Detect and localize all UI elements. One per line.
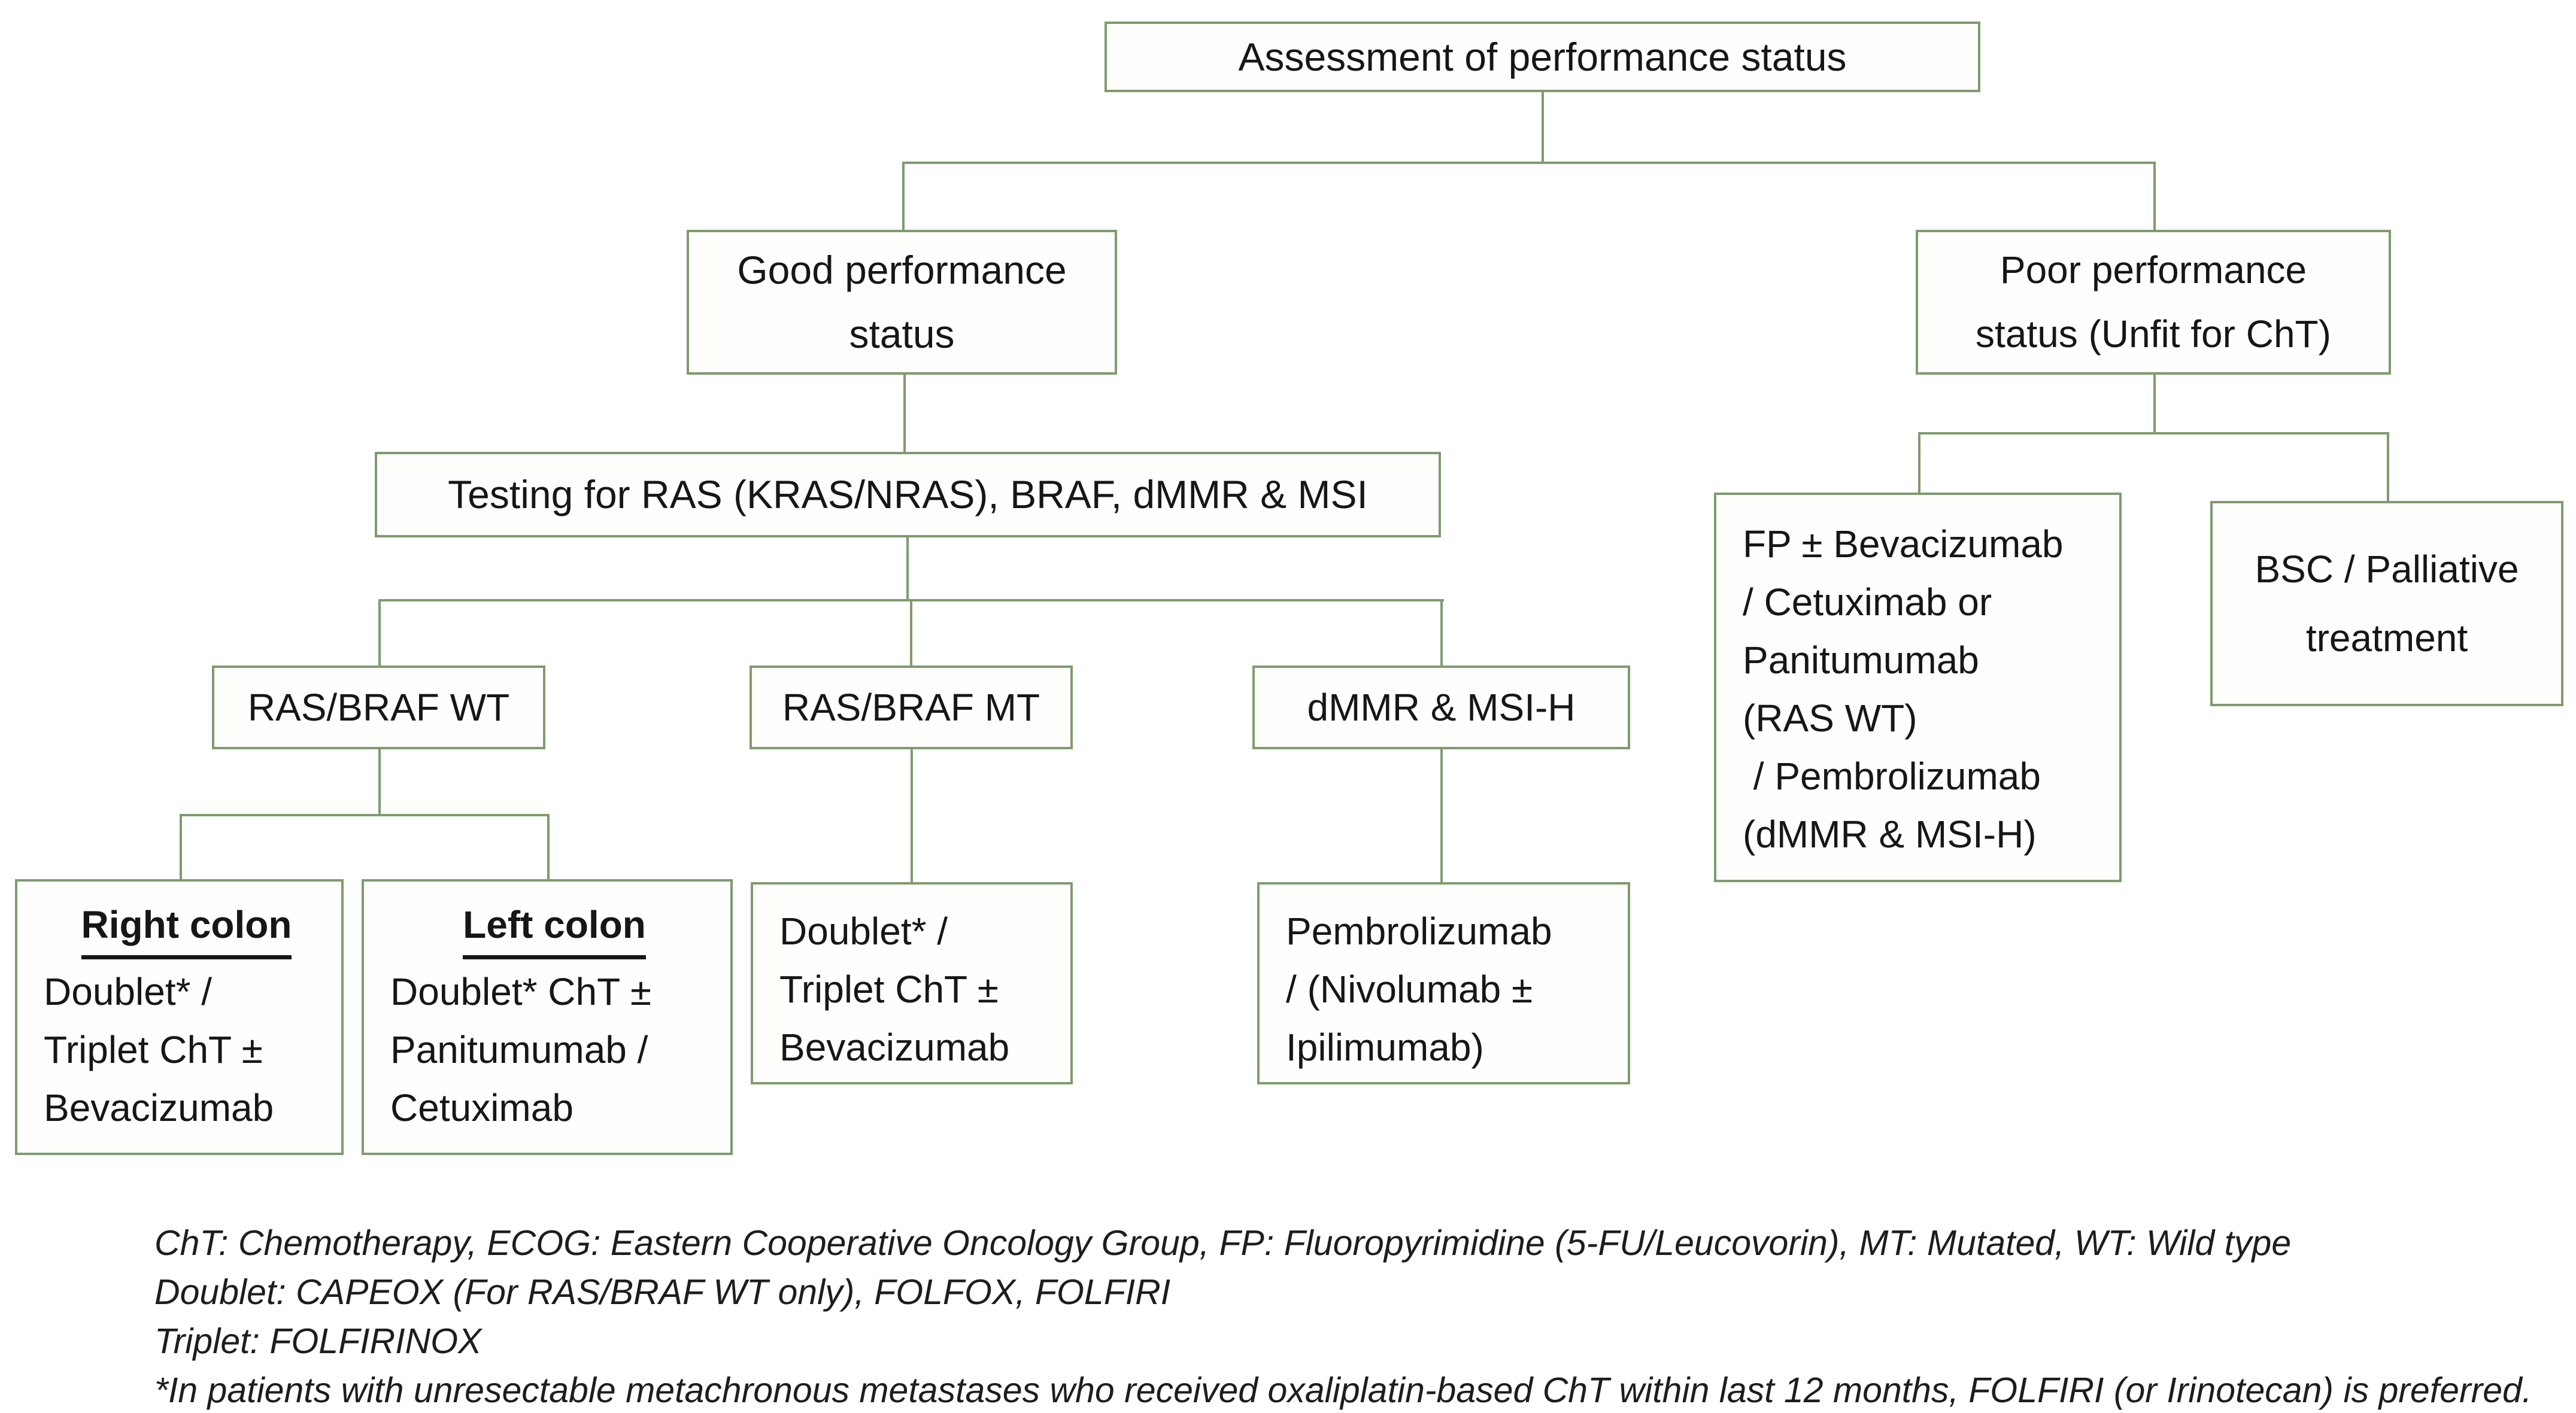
node-pembrolizumab-line: Ipilimumab)	[1286, 1026, 1484, 1069]
node-ras-braf-mt-label: RAS/BRAF MT	[782, 685, 1040, 729]
node-bsc-line: BSC / Palliative	[2255, 547, 2519, 591]
footnote-doublet: Doublet: CAPEOX (For RAS/BRAF WT only), …	[154, 1272, 1171, 1312]
connector-good-out	[903, 373, 906, 453]
node-fp-unfit-line: / Cetuximab or	[1743, 581, 1992, 624]
node-fp-unfit-line: (RAS WT)	[1743, 697, 1917, 740]
node-dmmr-msi-h-label: dMMR & MSI-H	[1307, 685, 1576, 729]
node-poor-performance: Poor performance status (Unfit for ChT)	[1916, 230, 2391, 375]
node-left-colon-title-row: Left colon	[390, 896, 718, 963]
node-testing-label: Testing for RAS (KRAS/NRAS), BRAF, dMMR …	[448, 472, 1368, 516]
connector-top-split	[902, 162, 2156, 164]
node-right-colon-line: Triplet ChT ±	[44, 1028, 263, 1071]
connector-right-colon-in	[180, 814, 182, 880]
node-ras-braf-wt-label: RAS/BRAF WT	[247, 685, 510, 729]
node-right-colon-line: Bevacizumab	[44, 1086, 274, 1129]
node-good-line: status	[849, 312, 955, 356]
node-doublet-triplet: Doublet* / Triplet ChT ± Bevacizumab	[751, 882, 1073, 1084]
node-poor-line: Poor performance	[1999, 248, 2307, 291]
node-right-colon-title: Right colon	[81, 896, 292, 959]
node-right-colon: Right colon Doublet* / Triplet ChT ± Bev…	[15, 879, 344, 1155]
node-doublet-triplet-line: Bevacizumab	[779, 1026, 1010, 1069]
node-left-colon-line: Panitumumab /	[390, 1028, 648, 1071]
node-doublet-triplet-line: Triplet ChT ±	[779, 968, 999, 1011]
node-fp-unfit-line: Panitumumab	[1743, 639, 1979, 682]
node-assessment-label: Assessment of performance status	[1238, 34, 1847, 79]
node-ras-braf-wt: RAS/BRAF WT	[212, 666, 545, 749]
connector-bsc-in	[2387, 432, 2389, 502]
node-left-colon-title: Left colon	[463, 896, 646, 959]
node-pembrolizumab-line: Pembrolizumab	[1286, 910, 1552, 953]
node-poor-line: status (Unfit for ChT)	[1976, 312, 2331, 355]
connector-poor-split	[1918, 432, 2389, 434]
connector-dmmr-in	[1440, 599, 1443, 667]
connector-testing-out	[906, 536, 909, 601]
node-left-colon-line: Cetuximab	[390, 1086, 574, 1129]
connector-dmmr-out	[1440, 748, 1443, 883]
node-right-colon-title-row: Right colon	[44, 896, 329, 963]
connector-mt-out	[911, 748, 913, 883]
connector-poor-out	[2153, 373, 2156, 434]
connector-wt-in	[378, 599, 381, 667]
node-fp-unfit: FP ± Bevacizumab / Cetuximab or Panitumu…	[1714, 493, 2122, 882]
node-ras-braf-mt: RAS/BRAF MT	[750, 666, 1073, 749]
node-pembrolizumab: Pembrolizumab / (Nivolumab ± Ipilimumab)	[1257, 882, 1630, 1084]
connector-colon-split	[180, 814, 550, 816]
connector-left-colon-in	[547, 814, 550, 880]
node-fp-unfit-line: (dMMR & MSI-H)	[1743, 813, 2037, 856]
node-fp-unfit-line: FP ± Bevacizumab	[1743, 522, 2064, 566]
connector-assessment-down	[1542, 92, 1544, 163]
node-dmmr-msi-h: dMMR & MSI-H	[1252, 666, 1630, 749]
footnote-asterisk: *In patients with unresectable metachron…	[154, 1371, 2532, 1410]
connector-poor-in	[2153, 162, 2156, 231]
node-good-performance: Good performance status	[687, 230, 1117, 375]
connector-mt-in	[910, 599, 912, 667]
node-bsc-palliative: BSC / Palliative treatment	[2210, 501, 2563, 706]
footnote-triplet: Triplet: FOLFIRINOX	[154, 1321, 482, 1361]
node-pembrolizumab-line: / (Nivolumab ±	[1286, 968, 1533, 1011]
node-assessment: Assessment of performance status	[1105, 22, 1980, 92]
connector-wt-out	[378, 748, 381, 816]
node-good-line: Good performance	[737, 248, 1067, 292]
connector-good-in	[902, 162, 905, 231]
node-left-colon-line: Doublet* ChT ±	[390, 970, 651, 1013]
node-fp-unfit-line: / Pembrolizumab	[1743, 755, 2041, 798]
connector-fp-in	[1918, 432, 1920, 494]
node-left-colon: Left colon Doublet* ChT ± Panitumumab / …	[362, 879, 733, 1155]
footnote-abbreviations: ChT: Chemotherapy, ECOG: Eastern Coopera…	[154, 1223, 2292, 1263]
node-doublet-triplet-line: Doublet* /	[779, 910, 948, 953]
node-bsc-line: treatment	[2305, 616, 2468, 660]
node-testing: Testing for RAS (KRAS/NRAS), BRAF, dMMR …	[375, 452, 1441, 537]
node-right-colon-line: Doublet* /	[44, 970, 213, 1013]
